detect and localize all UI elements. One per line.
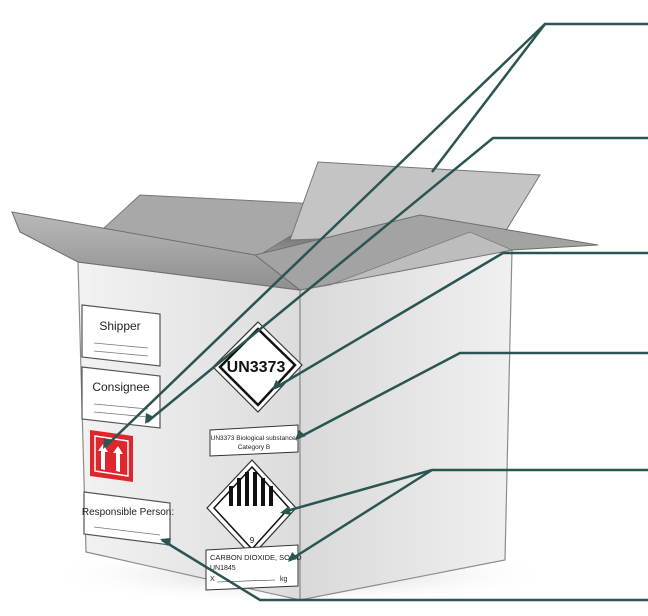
- responsible-person-text: Responsible Person:: [82, 507, 174, 518]
- biological-substance-line1: UN3373 Biological substance,: [211, 435, 298, 442]
- dry-ice-label: CARBON DIOXIDE, SOLID UN1845 X kg: [206, 545, 302, 590]
- class9-number: 9: [250, 536, 255, 545]
- shipper-label-text: Shipper: [99, 319, 140, 333]
- dry-ice-line3-unit: kg: [280, 576, 288, 583]
- consignee-label-text: Consignee: [92, 380, 150, 394]
- un3373-diamond-text: UN3373: [227, 359, 286, 376]
- dry-ice-line1: CARBON DIOXIDE, SOLID: [210, 553, 302, 562]
- box-side-face: [300, 250, 512, 600]
- biological-substance-label: UN3373 Biological substance, Category B: [210, 425, 298, 456]
- shipper-label: Shipper: [82, 305, 160, 366]
- dry-ice-line3-prefix: X: [210, 576, 215, 583]
- callout-line-orientation-a: [432, 24, 648, 172]
- biological-substance-line2: Category B: [238, 444, 271, 451]
- up-arrows-icon: [90, 430, 133, 482]
